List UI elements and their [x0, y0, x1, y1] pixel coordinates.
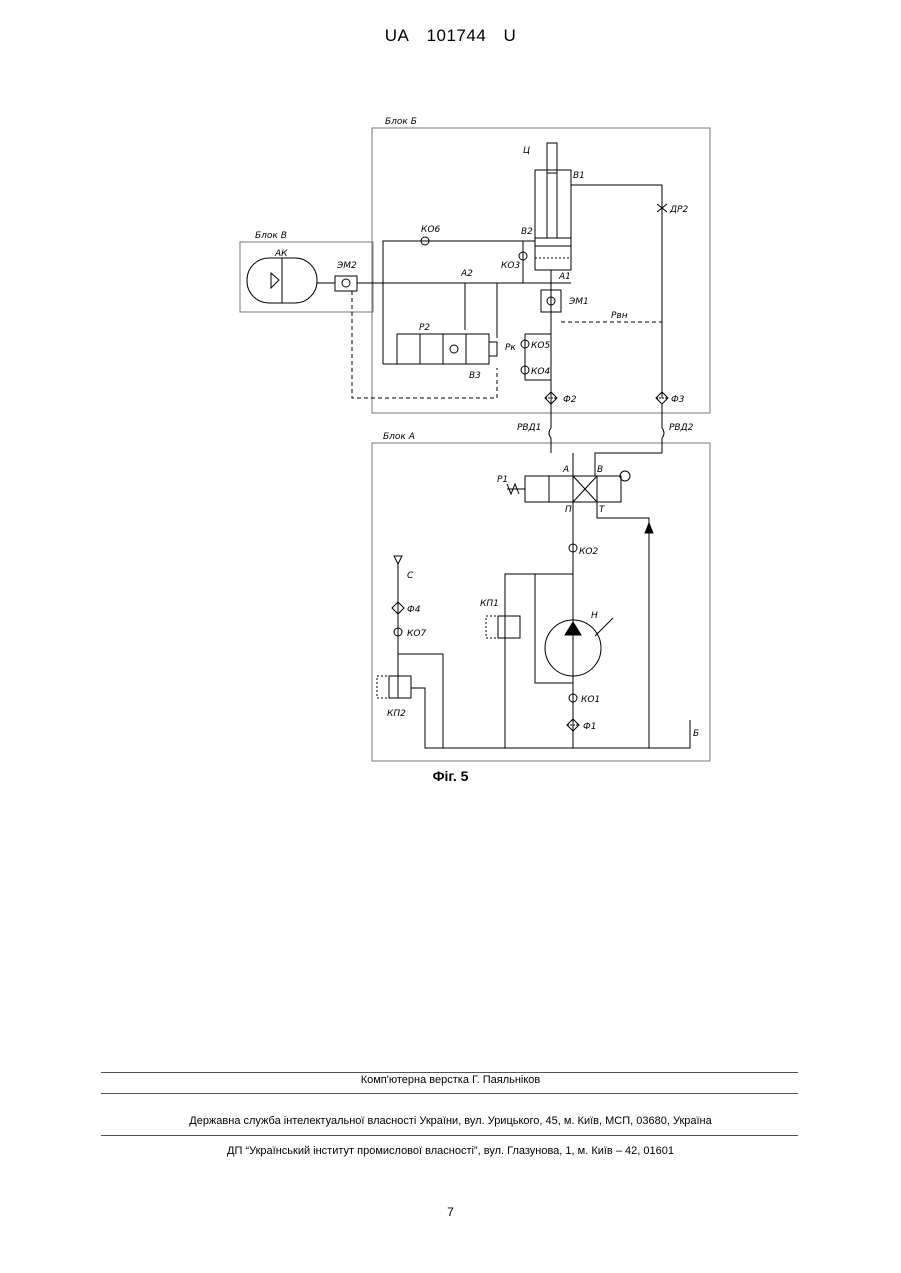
label-tank: Б [693, 729, 699, 739]
label-p1: Р1 [497, 475, 508, 485]
label-port-t: Т [599, 505, 606, 515]
label-blok-b: Блок Б [385, 117, 417, 127]
relief-valve-kp1 [498, 616, 520, 638]
footer-rule-3 [101, 1135, 798, 1136]
label-ts: Ц [523, 146, 530, 156]
label-kp1: КП1 [480, 599, 499, 609]
label-v3: В3 [469, 371, 481, 381]
block-a-frame [372, 443, 710, 761]
label-em1: ЭМ1 [568, 297, 589, 307]
label-rvd2: РВД2 [669, 423, 694, 433]
page-number: 7 [0, 1205, 901, 1219]
label-a1: А1 [558, 272, 571, 282]
patent-kind: U [504, 26, 517, 45]
footer-institute-address: ДП “Український інститут промислової вла… [0, 1145, 901, 1157]
label-f3: Ф3 [671, 395, 685, 405]
label-blok-a: Блок А [383, 432, 415, 442]
footer-layout-credit: Комп'ютерна верстка Г. Паяльніков [0, 1074, 901, 1086]
label-n: Н [591, 611, 598, 621]
label-f2: Ф2 [563, 395, 577, 405]
footer-rule-1 [101, 1072, 798, 1073]
figure-caption: Фіг. 5 [0, 768, 901, 784]
label-ko4: КО4 [531, 367, 550, 377]
footer-rule-2 [101, 1093, 798, 1094]
label-ko3: КО3 [501, 261, 520, 271]
label-em2: ЭМ2 [336, 261, 357, 271]
label-port-p: П [565, 505, 572, 515]
relief-valve-kp2 [389, 676, 411, 698]
label-ko7: КО7 [407, 629, 426, 639]
label-ko1: КО1 [581, 695, 600, 705]
cylinder-rod [547, 143, 557, 173]
hydraulic-schematic: Блок Б Блок В Блок А Ц В1 В2 ДР2 КО6 А2 … [225, 108, 725, 768]
label-blok-v: Блок В [255, 231, 287, 241]
label-ko2: КО2 [579, 547, 598, 557]
label-kp2: КП2 [387, 709, 406, 719]
label-a2: А2 [460, 269, 473, 279]
patent-number: 101744 [427, 26, 487, 45]
footer-office-address: Державна служба інтелектуальної власност… [0, 1115, 901, 1127]
cylinder-body [535, 170, 571, 270]
valve-em2 [335, 276, 357, 291]
tank-b [425, 720, 690, 748]
patent-header: UA 101744 U [0, 26, 901, 46]
label-port-a: А [562, 465, 569, 475]
label-r2: Р2 [419, 323, 430, 333]
label-c: С [407, 571, 414, 581]
label-f4: Ф4 [407, 605, 421, 615]
label-ko6: КО6 [421, 225, 440, 235]
label-rvd1: РВД1 [517, 423, 541, 433]
label-v2: В2 [521, 227, 533, 237]
label-port-b: В [597, 465, 603, 475]
label-rvn: Рвн [611, 311, 628, 321]
label-dr2: ДР2 [669, 205, 688, 215]
label-rk: Рк [505, 343, 516, 353]
label-ak: АК [274, 249, 288, 259]
label-ko5: КО5 [531, 341, 550, 351]
country-code: UA [385, 26, 410, 45]
label-f1: Ф1 [583, 722, 596, 732]
label-v1: В1 [573, 171, 585, 181]
